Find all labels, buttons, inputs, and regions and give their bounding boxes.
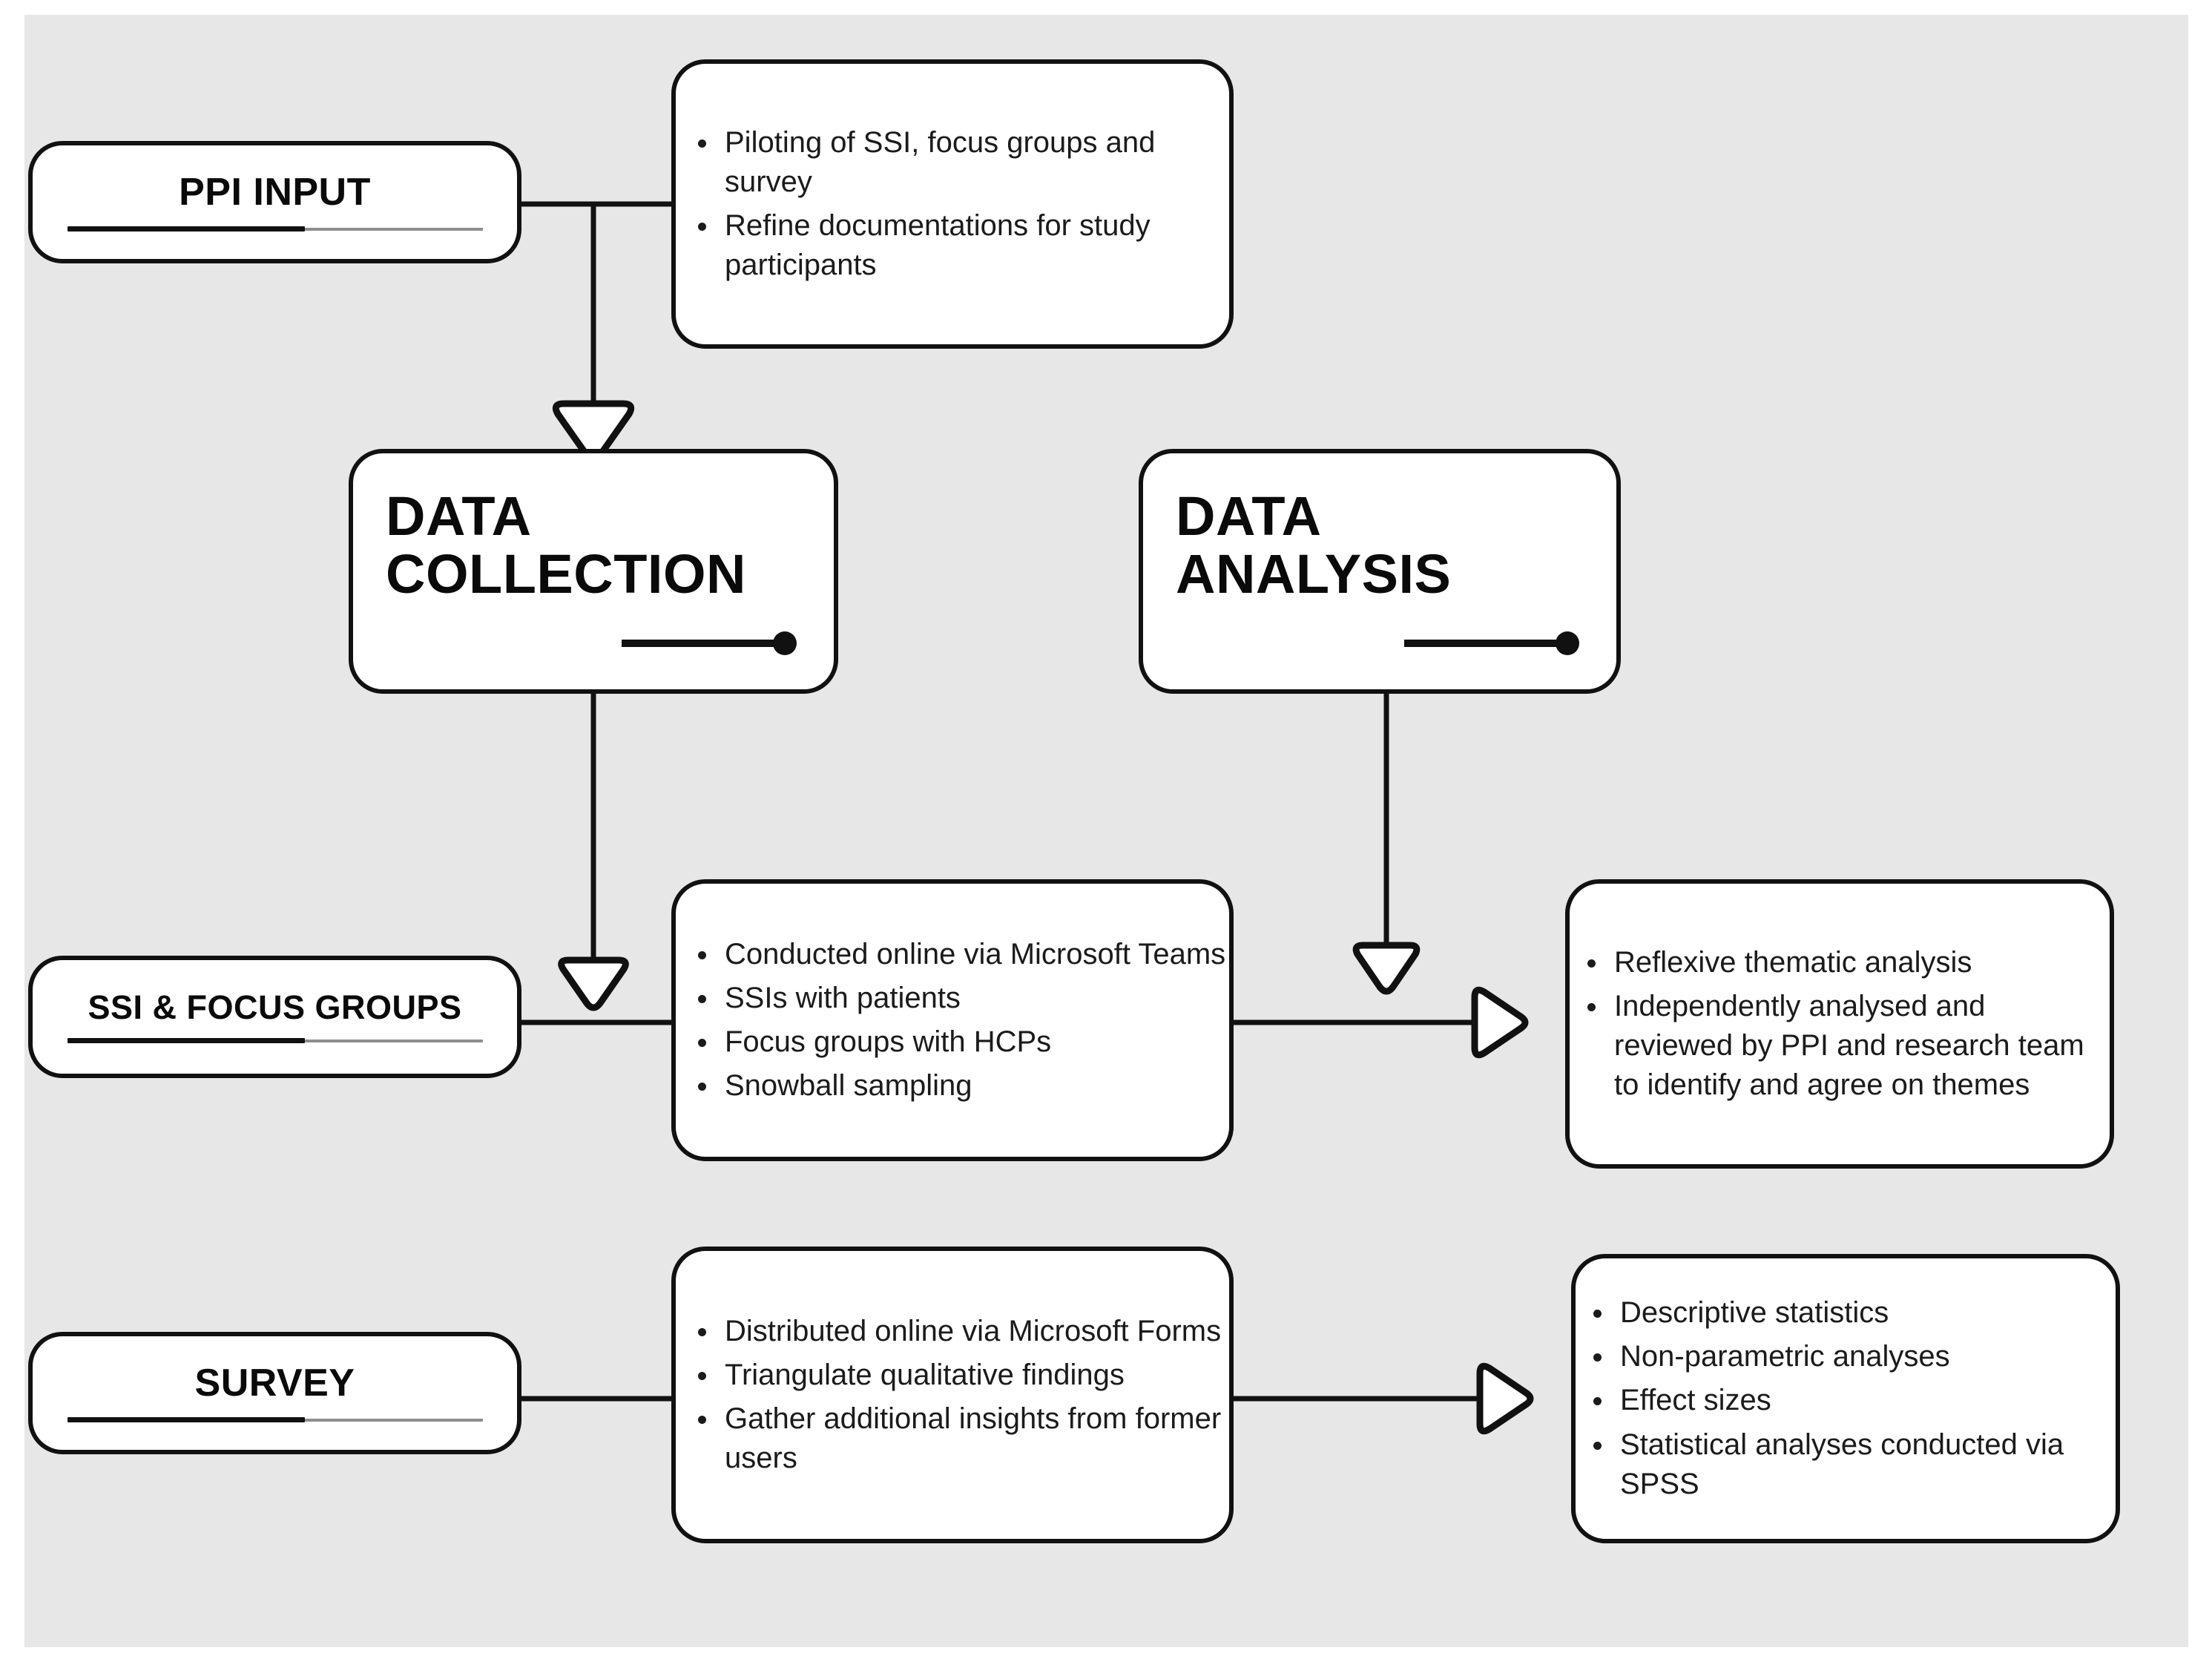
list-item: Reflexive thematic analysis [1587, 943, 2110, 982]
accent-dot [1556, 631, 1579, 655]
list-item: Triangulate qualitative findings [698, 1356, 1229, 1395]
list-item: Descriptive statistics [1593, 1293, 2116, 1333]
stage-label-ssi-focus-groups: SSI & FOCUS GROUPS [88, 988, 462, 1026]
list-item: Independently analysed and reviewed by P… [1587, 987, 2110, 1106]
headline-box-data-collection[interactable]: DATA COLLECTION [349, 449, 838, 694]
stage-box-survey[interactable]: SURVEY [28, 1332, 521, 1454]
list-item: Piloting of SSI, focus groups and survey [698, 123, 1229, 202]
bullet-list-ppi-input: Piloting of SSI, focus groups and survey… [676, 123, 1229, 286]
accent-line-data-collection [386, 628, 801, 658]
list-item: Statistical analyses conducted via SPSS [1593, 1425, 2116, 1504]
details-box-ppi-input[interactable]: Piloting of SSI, focus groups and survey… [671, 59, 1234, 349]
rule-light-segment [304, 228, 483, 231]
list-item: Focus groups with HCPs [698, 1022, 1229, 1062]
list-item: Effect sizes [1593, 1381, 2116, 1420]
list-item: Refine documentations for study particip… [698, 206, 1229, 285]
list-item: Snowball sampling [698, 1066, 1229, 1106]
progress-rule-ppi-input [67, 226, 483, 232]
progress-rule-survey [67, 1416, 483, 1423]
rule-dark-segment [67, 226, 305, 232]
accent-dot [773, 631, 797, 655]
bullet-list-survey: Distributed online via Microsoft Forms T… [676, 1312, 1229, 1479]
details-box-ssi-focus-groups[interactable]: Conducted online via Microsoft Teams SSI… [671, 879, 1234, 1161]
accent-line-data-analysis [1176, 628, 1584, 658]
stage-box-ssi-focus-groups[interactable]: SSI & FOCUS GROUPS [28, 956, 521, 1078]
details-box-survey[interactable]: Distributed online via Microsoft Forms T… [671, 1247, 1234, 1543]
rule-dark-segment [67, 1417, 305, 1423]
list-item: Distributed online via Microsoft Forms [698, 1312, 1229, 1351]
list-item: Conducted online via Microsoft Teams [698, 935, 1229, 974]
list-item: Non-parametric analyses [1593, 1337, 2116, 1376]
list-item: SSIs with patients [698, 979, 1229, 1018]
list-item: Gather additional insights from former u… [698, 1399, 1229, 1478]
bullet-list-quantitative-analysis: Descriptive statistics Non-parametric an… [1576, 1293, 2116, 1504]
rule-light-segment [304, 1040, 483, 1043]
stage-label-ppi-input: PPI INPUT [179, 170, 371, 214]
accent-bar [1404, 640, 1560, 647]
bullet-list-ssi-focus-groups: Conducted online via Microsoft Teams SSI… [676, 935, 1229, 1106]
rule-light-segment [304, 1419, 483, 1422]
headline-label-data-collection: DATA COLLECTION [386, 485, 746, 605]
rule-dark-segment [67, 1038, 305, 1044]
progress-rule-ssi-focus-groups [67, 1037, 483, 1044]
stage-box-ppi-input[interactable]: PPI INPUT [28, 141, 521, 263]
accent-bar [622, 640, 777, 647]
bullet-list-qualitative-analysis: Reflexive thematic analysis Independentl… [1570, 943, 2110, 1106]
stage-label-survey: SURVEY [194, 1361, 355, 1405]
details-box-quantitative-analysis[interactable]: Descriptive statistics Non-parametric an… [1571, 1254, 2120, 1543]
headline-label-data-analysis: DATA ANALYSIS [1176, 485, 1452, 605]
details-box-qualitative-analysis[interactable]: Reflexive thematic analysis Independentl… [1565, 879, 2114, 1169]
headline-box-data-analysis[interactable]: DATA ANALYSIS [1139, 449, 1621, 694]
